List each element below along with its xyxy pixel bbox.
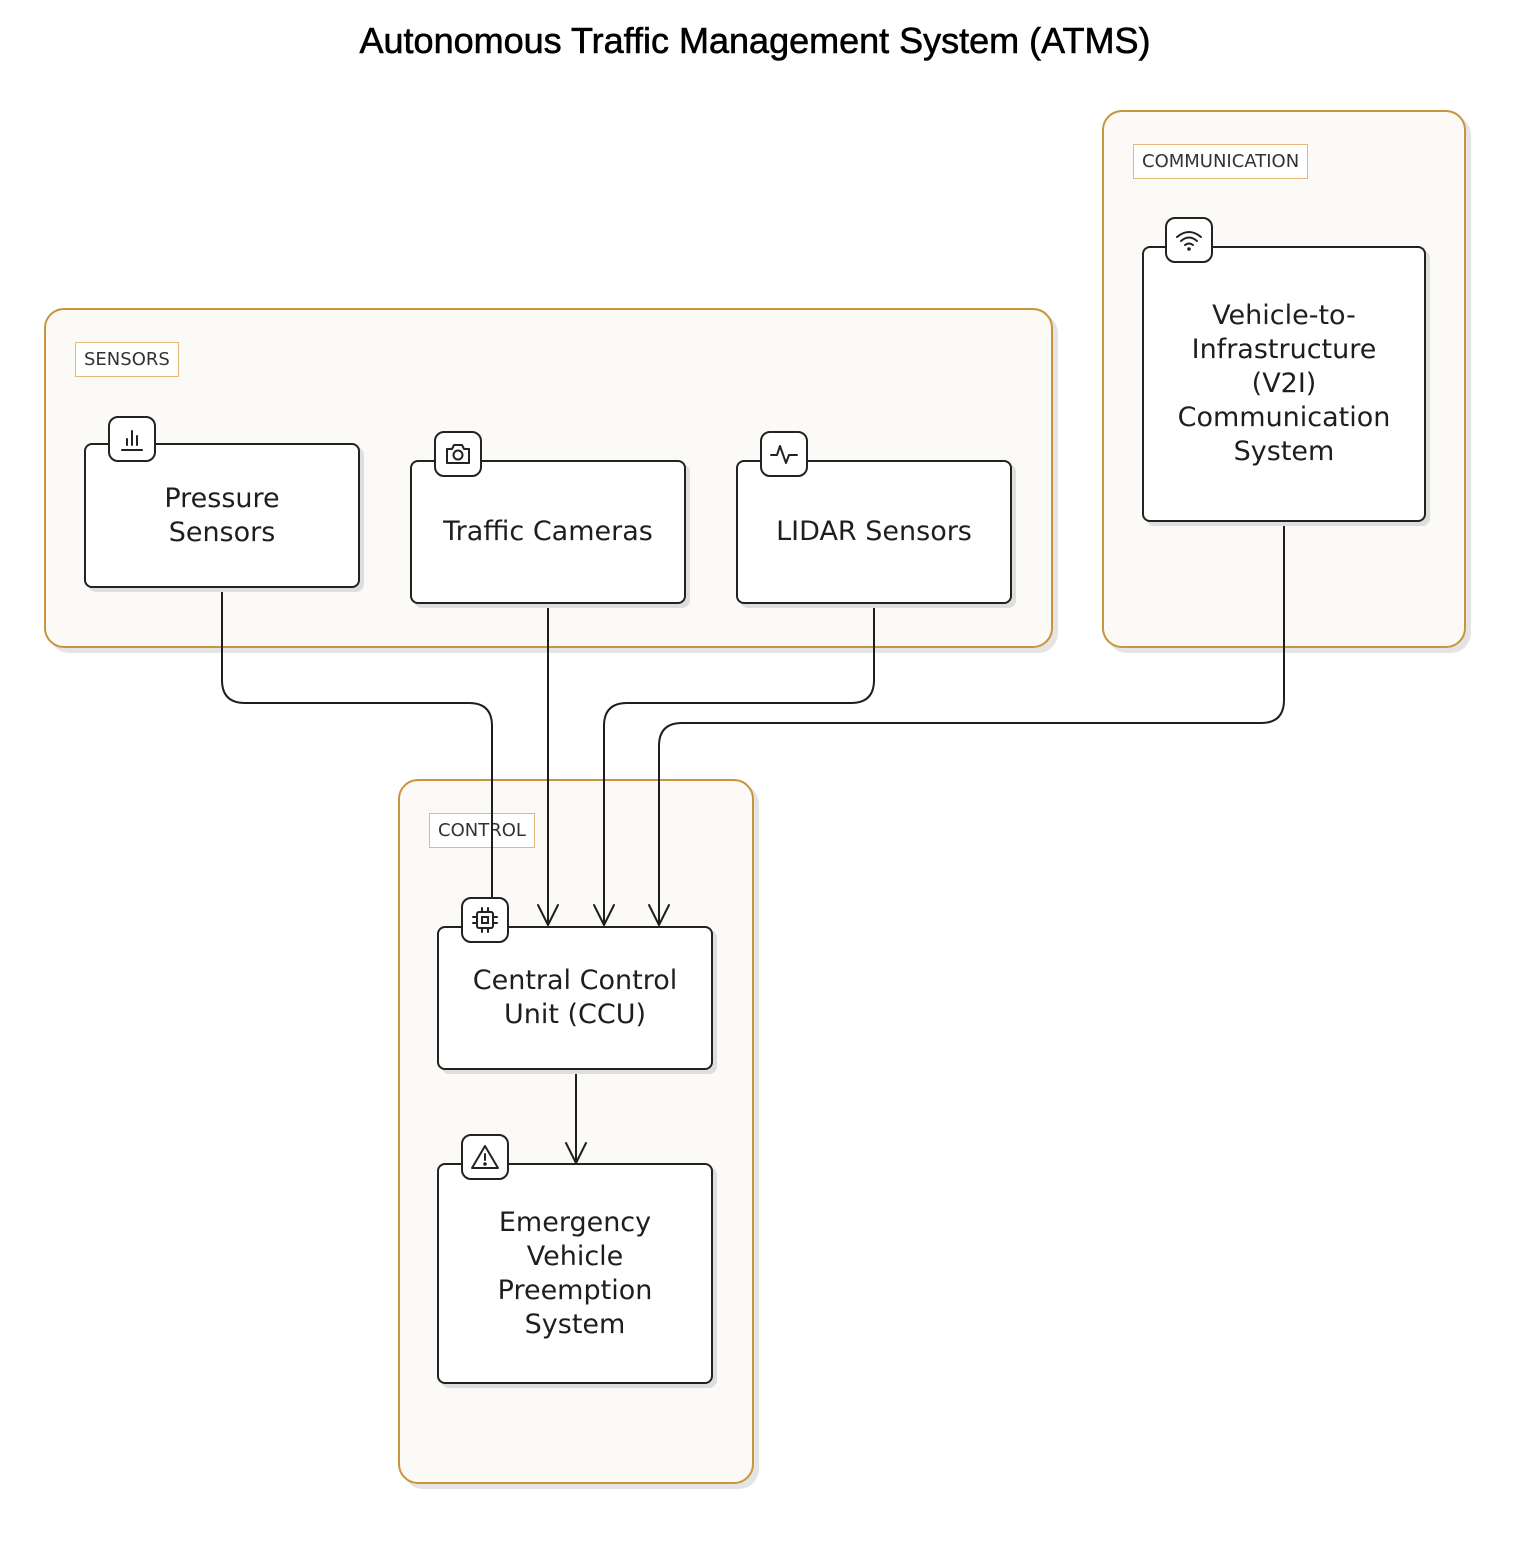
node-lidar-sensors[interactable]: LIDAR Sensors <box>736 460 1012 604</box>
node-emergency-preemption[interactable]: Emergency Vehicle Preemption System <box>437 1163 713 1384</box>
arrowhead-lidar <box>593 904 615 926</box>
bar-chart-icon <box>108 416 156 462</box>
group-label-control: CONTROL <box>429 813 535 848</box>
node-label: Traffic Cameras <box>443 516 653 547</box>
arrowhead-v2i <box>648 904 670 926</box>
pulse-icon <box>760 431 808 477</box>
node-label: Pressure Sensors <box>164 482 280 548</box>
node-pressure-sensors[interactable]: Pressure Sensors <box>84 443 360 588</box>
node-label: Vehicle-to-Infrastructure (V2I) Communic… <box>1177 300 1391 467</box>
node-label: LIDAR Sensors <box>776 516 972 547</box>
group-label-communication: COMMUNICATION <box>1133 144 1309 179</box>
cpu-chip-icon <box>461 897 509 943</box>
node-label: Central Control Unit (CCU) <box>472 965 678 1030</box>
diagram-title: Autonomous Traffic Management System (AT… <box>359 20 1151 62</box>
wifi-icon <box>1165 217 1213 263</box>
node-v2i-communication[interactable]: Vehicle-to-Infrastructure (V2I) Communic… <box>1142 246 1426 522</box>
edge-pressure-to-ccu <box>221 587 493 927</box>
warning-triangle-icon <box>461 1134 509 1180</box>
node-label: Emergency Vehicle Preemption System <box>497 1206 653 1340</box>
edge-v2i-to-ccu <box>658 521 1285 925</box>
node-traffic-cameras[interactable]: Traffic Cameras <box>410 460 686 604</box>
group-label-sensors: SENSORS <box>75 342 179 377</box>
node-central-control-unit[interactable]: Central Control Unit (CCU) <box>437 926 713 1070</box>
camera-icon <box>434 431 482 477</box>
arrowhead-cameras <box>537 904 559 926</box>
edge-lidar-to-ccu <box>603 603 875 925</box>
